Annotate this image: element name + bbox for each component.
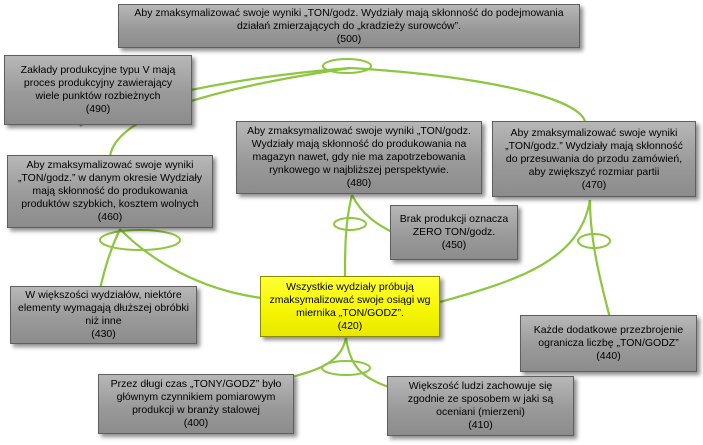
- node-500-code: (500): [336, 32, 362, 45]
- node-440-code: (440): [596, 350, 621, 362]
- node-480-code: (480): [346, 177, 372, 189]
- node-500-text: Aby zmaksymalizować swoje wyniki „TON/go…: [134, 6, 564, 32]
- edge-420-470: [439, 199, 592, 304]
- node-420: Wszystkie wydziały próbują zmaksymalizow…: [260, 276, 440, 337]
- node-410-text: Większość ludzi zachowuje się zgodnie ze…: [407, 380, 554, 418]
- node-420-text: Wszystkie wydziały próbują zmaksymalizow…: [269, 280, 431, 319]
- node-500: Aby zmaksymalizować swoje wyniki „TON/go…: [118, 4, 580, 48]
- and-ellipse-420: [321, 360, 371, 376]
- node-450: Brak produkcji oznacza ZERO TON/godz. (4…: [390, 205, 518, 260]
- node-430: W większości wydziałów, niektóre element…: [10, 286, 197, 344]
- edge-440-470: [588, 199, 612, 319]
- node-420-code: (420): [337, 319, 363, 332]
- edge-430-460: [98, 228, 121, 290]
- node-400-text: Przez długi czas „TONY/GODZ” było główny…: [110, 378, 282, 416]
- edge-450-480: [351, 194, 393, 233]
- node-470-text: Aby zmaksymalizować swoje wyniki „TON/go…: [505, 126, 683, 178]
- node-400-code: (400): [183, 417, 209, 429]
- node-430-code: (430): [91, 328, 116, 340]
- node-440-text: Każde dodatkowe przezbrojenie ogranicza …: [533, 324, 684, 349]
- node-490-code: (490): [85, 103, 111, 115]
- and-ellipse-460: [99, 229, 181, 251]
- node-450-code: (450): [441, 239, 467, 251]
- node-410: Większość ludzi zachowuje się zgodnie ze…: [387, 376, 574, 436]
- node-450-text: Brak produkcji oznacza ZERO TON/godz.: [399, 213, 509, 238]
- node-410-code: (410): [468, 419, 493, 431]
- node-470-code: (470): [581, 178, 607, 191]
- and-ellipse-500: [322, 58, 372, 74]
- and-ellipse-470: [577, 233, 611, 249]
- node-460: Aby zmaksymalizować swoje wyniki „TON/go…: [7, 155, 213, 228]
- node-490-text: Zakłady produkcyjne typu V mają proces p…: [20, 64, 176, 102]
- edge-470-500: [349, 66, 587, 122]
- edge-410-420: [344, 337, 393, 390]
- edge-420-460: [119, 228, 263, 300]
- node-460-code: (460): [97, 211, 123, 223]
- node-400: Przez długi czas „TONY/GODZ” było główny…: [98, 374, 294, 434]
- node-440: Każde dodatkowe przezbrojenie ogranicza …: [520, 315, 697, 372]
- node-470: Aby zmaksymalizować swoje wyniki „TON/go…: [492, 121, 696, 197]
- and-ellipse-480: [333, 217, 367, 231]
- node-490: Zakłady produkcyjne typu V mają proces p…: [4, 55, 192, 125]
- node-430-text: W większości wydziałów, niektóre element…: [18, 289, 189, 327]
- node-480: Aby zmaksymalizować swoje wyniki „TON/go…: [236, 121, 482, 194]
- node-480-text: Aby zmaksymalizować swoje wyniki „TON/go…: [247, 125, 471, 176]
- node-460-text: Aby zmaksymalizować swoje wyniki „TON/go…: [17, 159, 203, 210]
- edge-420-480: [343, 194, 354, 278]
